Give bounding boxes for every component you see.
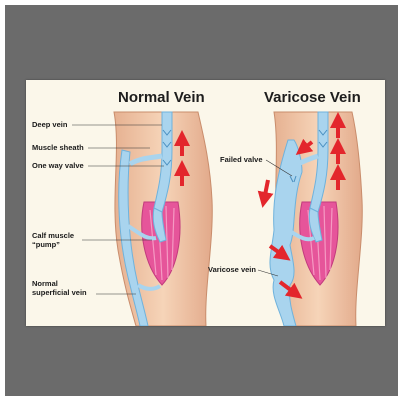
normal-vein-title: Normal Vein bbox=[118, 89, 205, 106]
label-calf-muscle: Calf muscle bbox=[32, 231, 74, 240]
vein-diagram: Normal Vein Varicose Vein bbox=[26, 80, 385, 326]
label-muscle-sheath: Muscle sheath bbox=[32, 143, 84, 152]
varicose-leg-illustration bbox=[264, 112, 362, 326]
label-varicose-vein: Varicose vein bbox=[208, 265, 256, 274]
varicose-vein-title: Varicose Vein bbox=[264, 89, 361, 106]
label-failed-valve: Failed valve bbox=[220, 155, 263, 164]
label-one-way-valve: One way valve bbox=[32, 161, 84, 170]
vein-diagram-card: Normal Vein Varicose Vein bbox=[26, 80, 385, 326]
label-calf-muscle-pump: “pump” bbox=[32, 240, 60, 249]
label-normal: Normal bbox=[32, 279, 58, 288]
label-deep-vein: Deep vein bbox=[32, 120, 68, 129]
reflux-arrow bbox=[264, 180, 268, 200]
label-superficial-vein: superficial vein bbox=[32, 288, 87, 297]
